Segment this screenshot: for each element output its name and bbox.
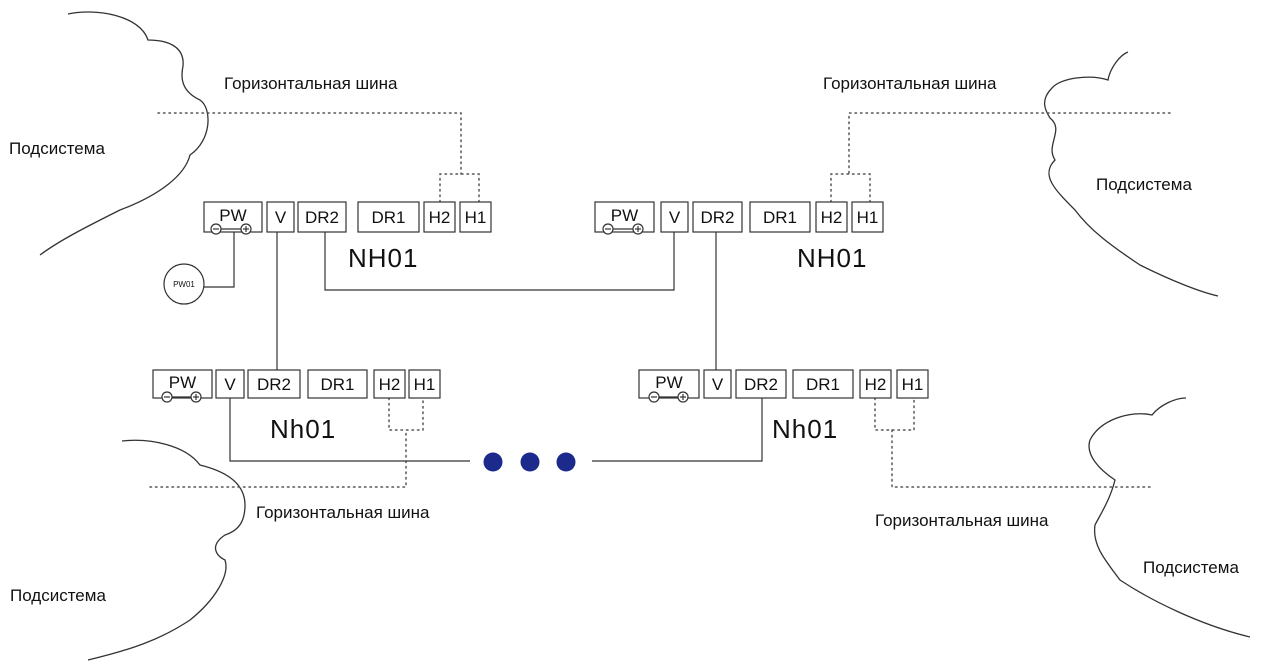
ellipsis-dot [520, 452, 540, 472]
subsystem-label-top-left: Подсистема [9, 139, 105, 158]
subsystem-label-bottom-left: Подсистема [10, 586, 106, 605]
controller-name: Nh01 [772, 414, 838, 444]
terminal-v [660, 201, 689, 233]
controller-name: NH01 [797, 243, 867, 273]
continuation-ellipsis [483, 452, 576, 472]
terminal-h2 [423, 201, 456, 233]
terminal-h2-label: H2 [379, 375, 401, 394]
h-bridge-top-left [439, 173, 480, 203]
terminal-dr1-label: DR1 [320, 375, 354, 394]
wire-pw01-to-pw [204, 232, 235, 288]
terminal-h1-label: H1 [465, 208, 487, 227]
subsystem-label-bottom-right: Подсистема [1143, 558, 1239, 577]
terminal-v-label: V [224, 375, 236, 394]
wire-dr2-to-v-top [324, 232, 675, 291]
subsystem-cloud-top-right [1043, 51, 1219, 297]
horizontal-bus-line-bottom-right [891, 429, 1151, 488]
pw01-circle [163, 263, 205, 305]
terminal-h1-label: H1 [857, 208, 879, 227]
terminal-pw-label: PW [611, 206, 638, 225]
terminal-dr1 [357, 201, 420, 233]
terminal-v-label: V [669, 208, 681, 227]
terminal-dr1 [749, 201, 811, 233]
horizontal-bus-label-bottom-left: Горизонтальная шина [256, 503, 430, 522]
terminal-dr2 [297, 201, 347, 233]
subsystem-label-top-right: Подсистема [1096, 175, 1192, 194]
ellipsis-dot [483, 452, 503, 472]
terminal-h2 [373, 369, 406, 399]
controller-name: NH01 [348, 243, 418, 273]
terminal-h1-label: H1 [414, 375, 436, 394]
terminal-dr1-label: DR1 [763, 208, 797, 227]
horizontal-bus-label-bottom-right: Горизонтальная шина [875, 511, 1049, 530]
controller-top-right: PW V DR2 DR1 H2 H1 NH01 [594, 201, 884, 273]
horizontal-bus-line-top-left [157, 112, 462, 175]
terminal-h1-label: H1 [902, 375, 924, 394]
terminal-dr1 [792, 369, 854, 399]
horizontal-bus-line-top-right [848, 112, 1171, 175]
pw01-label: PW01 [173, 280, 195, 289]
terminal-v-label: V [712, 375, 724, 394]
terminal-v-label: V [275, 208, 287, 227]
terminal-dr1-label: DR1 [371, 208, 405, 227]
terminal-dr2 [247, 369, 301, 399]
wire-ellipsis-to-dr2-bottom-right [592, 398, 763, 462]
terminal-dr2-label: DR2 [744, 375, 778, 394]
subsystem-cloud-bottom-right [1088, 397, 1251, 638]
terminal-dr2 [735, 369, 787, 399]
subsystem-cloud-bottom-left [87, 439, 246, 661]
controller-bottom-left: PW V DR2 DR1 H2 H1 Nh01 [152, 369, 441, 444]
terminal-h2-label: H2 [429, 208, 451, 227]
terminal-dr2 [692, 201, 743, 233]
h-bridge-top-right [830, 173, 871, 203]
terminal-pw-label: PW [169, 373, 196, 392]
terminal-v [266, 201, 295, 233]
terminal-h1 [459, 201, 492, 233]
h-bridge-bottom-left [388, 397, 424, 431]
subsystem-cloud-top-left [39, 11, 209, 256]
terminal-h1 [896, 369, 929, 399]
wire-v-bottom-left-to-ellipsis [229, 398, 470, 462]
terminal-dr2-label: DR2 [305, 208, 339, 227]
terminal-dr1 [307, 369, 368, 399]
h-bridge-bottom-right [874, 397, 915, 431]
terminal-h1 [408, 369, 441, 399]
horizontal-bus-label-top-right: Горизонтальная шина [823, 74, 997, 93]
horizontal-bus-label-top-left: Горизонтальная шина [224, 74, 398, 93]
terminal-dr2-label: DR2 [257, 375, 291, 394]
terminal-h2 [859, 369, 892, 399]
terminal-h2-label: H2 [865, 375, 887, 394]
terminal-dr2-label: DR2 [700, 208, 734, 227]
pw01-power-supply: PW01 [163, 263, 205, 305]
controller-bottom-right: PW V DR2 DR1 H2 H1 Nh01 [638, 369, 929, 444]
controller-top-left: PW V DR2 DR1 H2 H1 NH01 [203, 201, 492, 273]
terminal-pw [638, 369, 700, 399]
terminal-pw-label: PW [219, 206, 246, 225]
terminal-dr1-label: DR1 [806, 375, 840, 394]
terminal-h1 [851, 201, 884, 233]
terminal-h2-label: H2 [821, 208, 843, 227]
ellipsis-dot [556, 452, 576, 472]
terminal-pw-label: PW [655, 373, 682, 392]
terminal-h2 [815, 201, 848, 233]
terminal-v [703, 369, 732, 399]
terminal-v [215, 369, 245, 399]
controller-name: Nh01 [270, 414, 336, 444]
